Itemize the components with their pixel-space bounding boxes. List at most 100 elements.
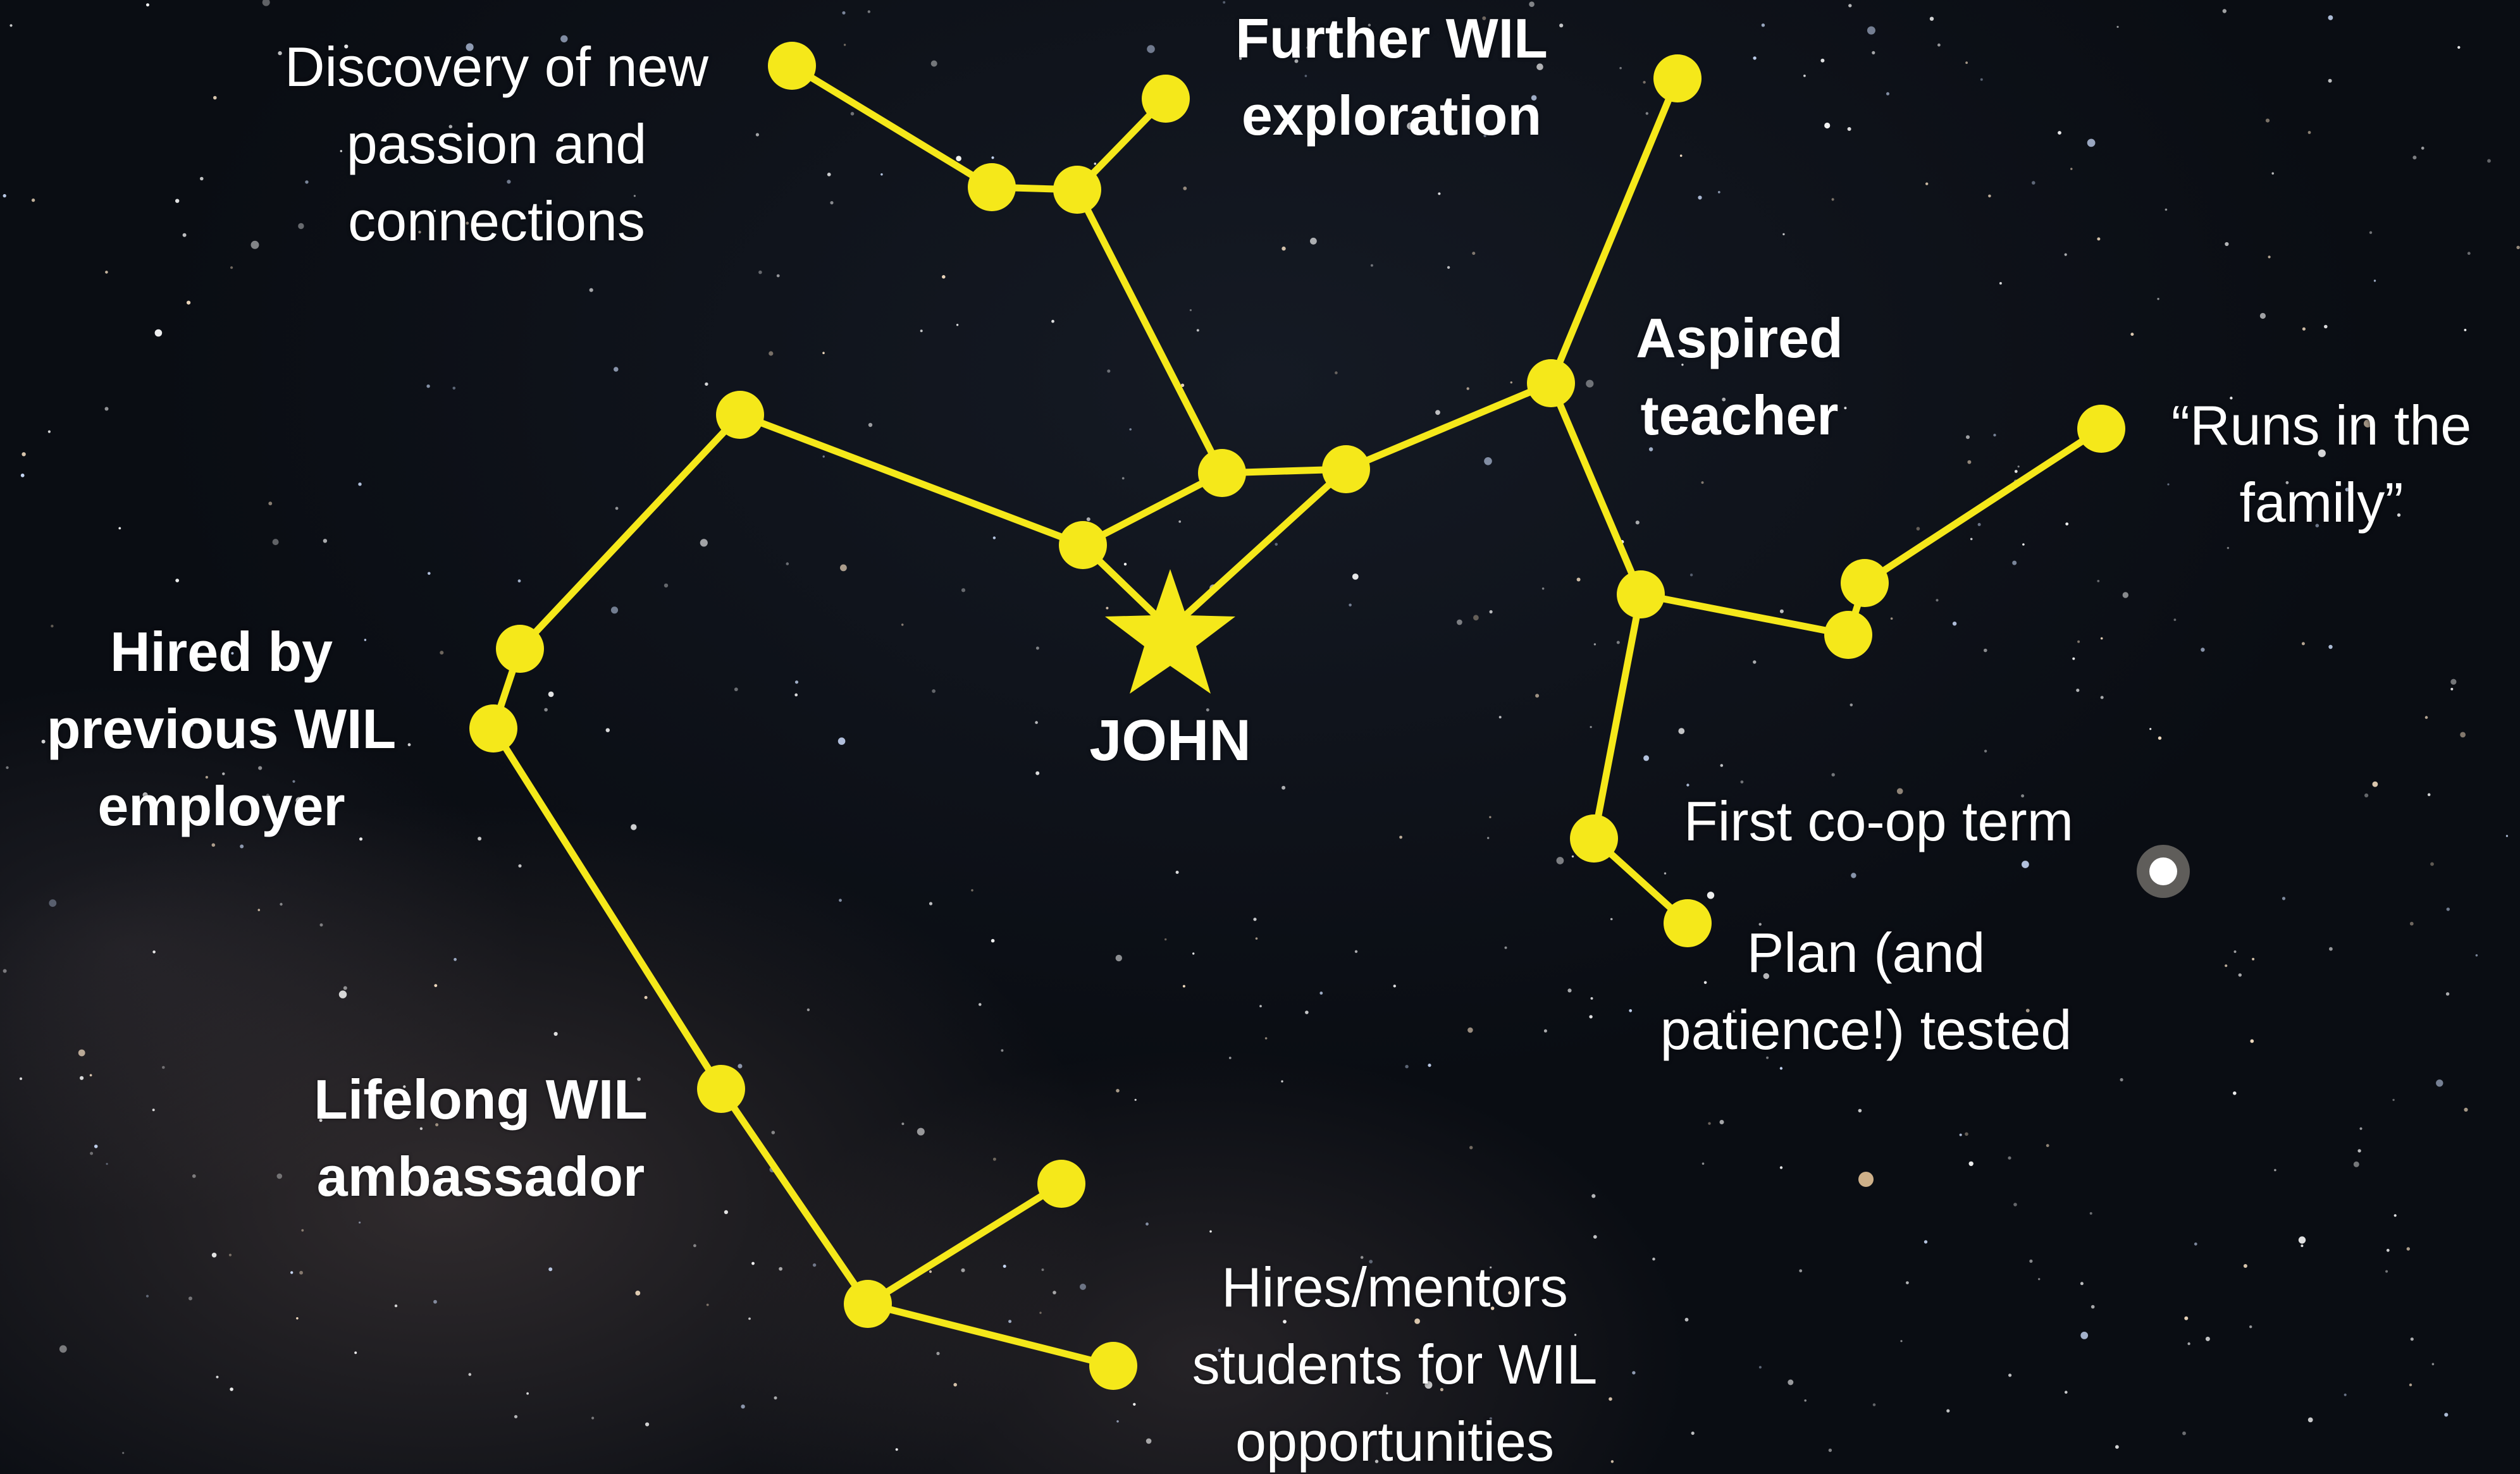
sky-star (755, 133, 759, 137)
sky-star (338, 990, 347, 998)
constellation-node (716, 391, 764, 439)
sky-star (1681, 364, 1684, 366)
sky-star (2298, 1236, 2306, 1244)
sky-star (211, 843, 216, 847)
sky-star (2318, 449, 2326, 457)
sky-star (1147, 45, 1155, 53)
sky-star (700, 539, 708, 547)
constellation-node (1059, 521, 1107, 569)
sky-star (901, 623, 904, 626)
sky-star (544, 708, 548, 712)
sky-star (2424, 716, 2428, 719)
center-label: JOHN (1089, 708, 1251, 773)
label-lifelong-ambassador: Lifelong WIL ambassador (253, 1061, 708, 1215)
sky-star (1352, 574, 1359, 580)
sky-star (786, 562, 789, 565)
sky-star (1003, 1265, 1006, 1268)
sky-star (867, 10, 871, 13)
sky-star (1670, 428, 1675, 433)
constellation-line (1547, 75, 1681, 387)
sky-star (2029, 1259, 2033, 1263)
sky-star (774, 1396, 777, 1400)
sky-star (2173, 618, 2177, 621)
sky-star (1133, 1403, 1136, 1406)
sky-star (1253, 918, 1257, 921)
sky-star (2505, 835, 2508, 837)
sky-star (1510, 381, 1512, 384)
sky-star (517, 579, 521, 583)
sky-star (2091, 1305, 2095, 1309)
sky-star (205, 776, 208, 779)
sky-star (418, 230, 421, 234)
sky-star (2364, 419, 2372, 427)
sky-star (1306, 46, 1309, 49)
sky-star (633, 195, 636, 197)
constellation-node (1037, 1160, 1085, 1208)
sky-star (2184, 1316, 2189, 1320)
sky-star (354, 1351, 357, 1354)
sky-star (1209, 1230, 1212, 1233)
sky-star (837, 737, 846, 745)
sky-star (971, 889, 973, 892)
sky-star (1206, 708, 1209, 712)
sky-star (258, 766, 262, 770)
label-line: employer (97, 775, 345, 837)
sky-star (1457, 619, 1462, 625)
sky-star (433, 1299, 437, 1304)
sky-star (2446, 907, 2450, 911)
sky-star (1788, 1379, 1794, 1385)
sky-star (2238, 973, 2242, 977)
sky-star (2359, 1127, 2362, 1130)
sky-star (1228, 1057, 1232, 1059)
sky-star (880, 173, 883, 176)
sky-star (2013, 1203, 2017, 1207)
label-plan-tested: Plan (and patience!) tested (1607, 914, 2125, 1069)
sky-star (1586, 379, 1594, 388)
sky-star (2017, 465, 2020, 468)
sky-star (1937, 43, 1941, 47)
sky-star (122, 1452, 125, 1454)
sky-star (2120, 1078, 2123, 1082)
sky-star (1180, 383, 1185, 387)
constellation-lines (490, 62, 2105, 1370)
sky-star (1980, 78, 1983, 81)
sky-star (1977, 523, 1981, 526)
sky-star (435, 1123, 439, 1127)
sky-star (1635, 520, 1640, 525)
sky-star (1590, 997, 1593, 1000)
sky-star (1691, 1431, 1695, 1435)
sky-star (466, 221, 469, 225)
sky-star (526, 1392, 529, 1395)
sky-star (1482, 16, 1486, 20)
sky-star (2077, 640, 2080, 643)
label-line: Discovery of new (284, 35, 708, 98)
sky-star (217, 816, 220, 819)
sky-star (2364, 793, 2369, 797)
sky-star (1283, 1320, 1287, 1324)
sky-star (936, 1351, 940, 1355)
constellation-line (736, 411, 1087, 549)
sky-star (2008, 1156, 2011, 1160)
sky-star (2032, 181, 2035, 185)
sky-star (1414, 1318, 1421, 1324)
sky-star (1435, 410, 1440, 415)
sky-star (956, 324, 959, 326)
sky-star (1720, 764, 1724, 767)
sky-star (2249, 1325, 2252, 1329)
sky-star (154, 329, 163, 337)
sky-star (553, 1031, 558, 1036)
sky-star (1761, 23, 1765, 27)
sky-star (1116, 1089, 1120, 1093)
sky-star (2421, 146, 2424, 150)
star-icon (1105, 569, 1235, 694)
sky-star (2271, 172, 2274, 175)
sky-star (1428, 1064, 1431, 1067)
sky-star (1146, 1438, 1152, 1444)
sky-star (1648, 447, 1653, 451)
sky-star (953, 1383, 957, 1387)
sky-star (1779, 1067, 1783, 1070)
sky-star (1489, 610, 1493, 614)
sky-star (1541, 587, 1545, 590)
label-line: patience!) tested (1660, 998, 2072, 1061)
